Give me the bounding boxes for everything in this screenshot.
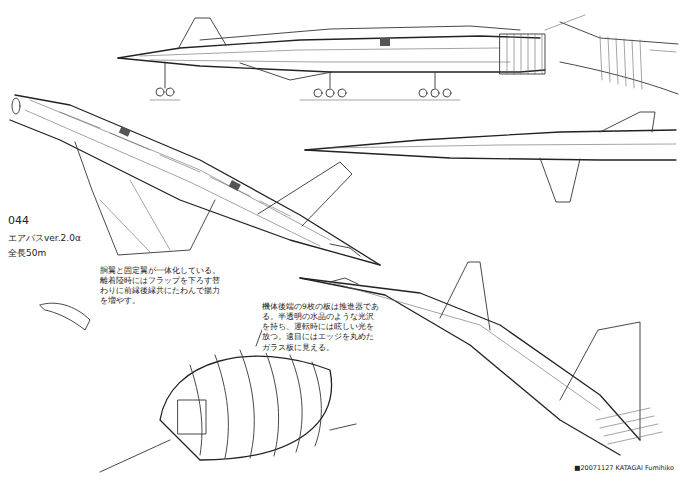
note: 機体後端の9枚の板は推進器である。半透明の水晶のような光沢を持ち、運転時には眩し…	[262, 302, 380, 353]
side-view-sketch	[118, 18, 545, 100]
detail-sketch	[40, 303, 90, 330]
note: 胴翼と固定翼が一体化している。離着陸時にはフラップを下ろす替わりに前縁後縁共にた…	[100, 266, 222, 307]
signature: ■20071127 KATAGAI Fumihiko	[574, 464, 674, 473]
dimension: 全長50m	[8, 247, 46, 259]
model-name: エアバスver.2.0α	[8, 232, 81, 244]
lower-perspective-sketch	[300, 262, 662, 455]
sheet-number: 044	[8, 214, 29, 229]
long-side-sketch	[305, 112, 676, 202]
rear-partial-sketch	[545, 15, 678, 94]
